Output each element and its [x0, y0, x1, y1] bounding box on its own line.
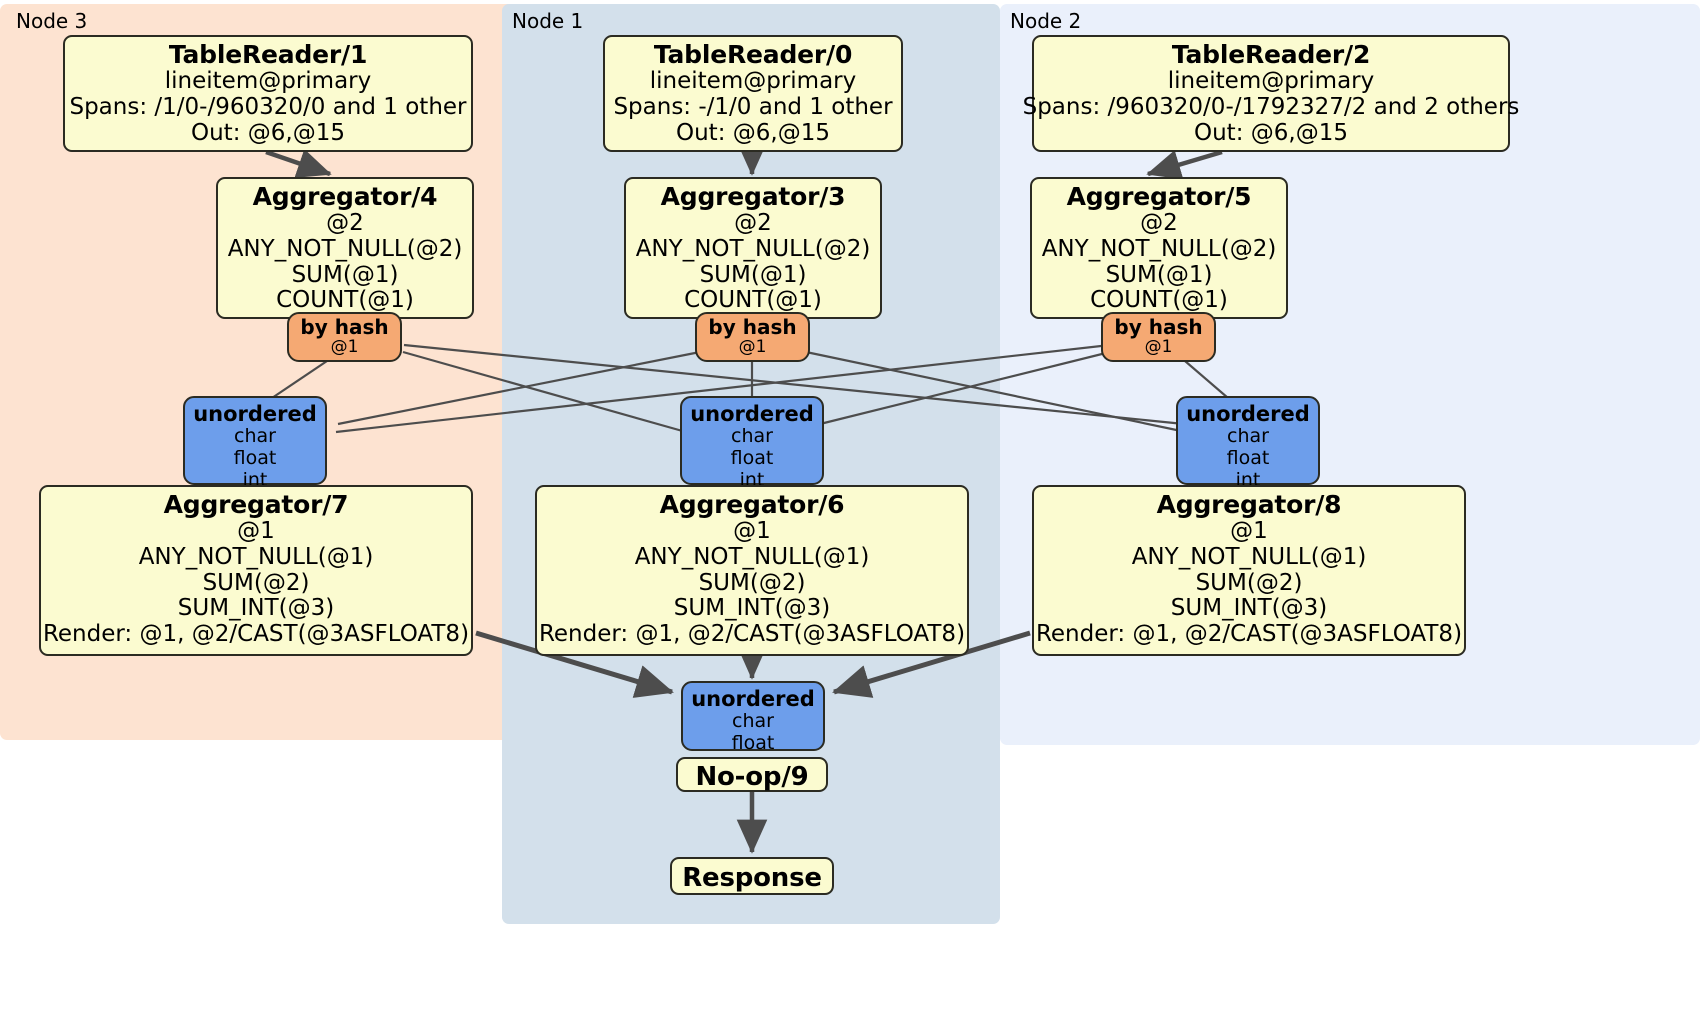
processor-noop-9[interactable]: No-op/9 — [676, 757, 828, 792]
processor-aggregator-3[interactable]: Aggregator/3 @2 ANY_NOT_NULL(@2) SUM(@1)… — [624, 177, 882, 319]
processor-line: @1 — [733, 518, 771, 544]
processor-line: ANY_NOT_NULL(@2) — [635, 235, 871, 262]
processor-line: ANY_NOT_NULL(@1) — [634, 543, 870, 570]
processor-line: COUNT(@1) — [1090, 287, 1228, 314]
processor-line: @2 — [734, 210, 772, 236]
processor-line: lineitem@primary — [649, 68, 857, 94]
processor-title: Aggregator/8 — [1156, 490, 1342, 519]
processor-line: Out: @6,@15 — [1194, 119, 1348, 146]
processor-title: TableReader/2 — [1171, 40, 1371, 69]
router-title: unordered — [690, 402, 814, 426]
processor-title: Aggregator/6 — [659, 490, 845, 519]
processor-line: SUM(@2) — [202, 569, 310, 596]
processor-title: Response — [682, 863, 822, 893]
processor-title: Aggregator/3 — [660, 182, 846, 211]
processor-aggregator-4[interactable]: Aggregator/4 @2 ANY_NOT_NULL(@2) SUM(@1)… — [216, 177, 474, 319]
processor-response[interactable]: Response — [670, 857, 834, 895]
processor-line: Spans: -/1/0 and 1 other — [613, 93, 893, 120]
processor-line: lineitem@primary — [1167, 68, 1375, 94]
router-by-hash-center[interactable]: by hash @1 — [695, 312, 810, 362]
processor-line: COUNT(@1) — [276, 287, 414, 314]
router-line: char — [1227, 425, 1269, 448]
router-title: by hash — [708, 315, 797, 339]
processor-title: Aggregator/7 — [163, 490, 349, 519]
router-unordered-final[interactable]: unordered char float — [681, 681, 825, 754]
router-title: unordered — [193, 402, 317, 426]
router-line: char — [732, 710, 774, 733]
processor-table-reader-0[interactable]: TableReader/0 lineitem@primary Spans: -/… — [603, 35, 903, 152]
processor-title: TableReader/0 — [653, 40, 853, 69]
processor-table-reader-2[interactable]: TableReader/2 lineitem@primary Spans: /9… — [1023, 35, 1519, 152]
processor-line: @1 — [1230, 518, 1268, 544]
processor-title: TableReader/1 — [168, 40, 368, 69]
router-unordered-left[interactable]: unordered char float int — [183, 396, 327, 491]
processor-line: @1 — [237, 518, 275, 544]
processor-line: SUM(@1) — [699, 261, 807, 288]
processor-line: Render: @1, @2/CAST(@3ASFLOAT8) — [1035, 621, 1463, 647]
processor-aggregator-6[interactable]: Aggregator/6 @1 ANY_NOT_NULL(@1) SUM(@2)… — [535, 485, 969, 656]
processor-line: Out: @6,@15 — [191, 119, 345, 146]
node-panel-label-node3: Node 3 — [16, 9, 88, 33]
processor-line: SUM_INT(@3) — [1170, 595, 1328, 622]
router-line: @1 — [330, 337, 359, 357]
processor-line: Spans: /1/0-/960320/0 and 1 other — [69, 93, 467, 120]
processor-line: @2 — [1140, 210, 1178, 236]
processor-table-reader-1[interactable]: TableReader/1 lineitem@primary Spans: /1… — [63, 35, 473, 152]
processor-line: Render: @1, @2/CAST(@3ASFLOAT8) — [42, 621, 470, 647]
node-panel-label-node1: Node 1 — [512, 9, 584, 33]
processor-line: SUM_INT(@3) — [673, 595, 831, 622]
router-by-hash-left[interactable]: by hash @1 — [287, 312, 402, 362]
processor-line: SUM_INT(@3) — [177, 595, 335, 622]
processor-line: SUM(@2) — [698, 569, 806, 596]
processor-title: Aggregator/5 — [1066, 182, 1252, 211]
processor-line: SUM(@2) — [1195, 569, 1303, 596]
router-line: char — [234, 425, 276, 448]
processor-line: Out: @6,@15 — [676, 119, 830, 146]
router-title: unordered — [691, 687, 815, 711]
router-line: float — [730, 446, 774, 469]
router-title: unordered — [1186, 402, 1310, 426]
processor-title: No-op/9 — [695, 761, 809, 792]
router-line: float — [731, 731, 775, 754]
processor-line: Render: @1, @2/CAST(@3ASFLOAT8) — [538, 621, 966, 647]
router-title: by hash — [1114, 315, 1203, 339]
processor-line: SUM(@1) — [291, 261, 399, 288]
processor-aggregator-8[interactable]: Aggregator/8 @1 ANY_NOT_NULL(@1) SUM(@2)… — [1032, 485, 1466, 656]
processor-line: SUM(@1) — [1105, 261, 1213, 288]
router-unordered-center[interactable]: unordered char float int — [680, 396, 824, 491]
router-line: float — [1226, 446, 1270, 469]
processor-line: ANY_NOT_NULL(@1) — [1131, 543, 1367, 570]
processor-line: ANY_NOT_NULL(@1) — [138, 543, 374, 570]
processor-line: Spans: /960320/0-/1792327/2 and 2 others — [1022, 93, 1520, 120]
router-line: float — [233, 446, 277, 469]
router-title: by hash — [300, 315, 389, 339]
processor-aggregator-7[interactable]: Aggregator/7 @1 ANY_NOT_NULL(@1) SUM(@2)… — [39, 485, 473, 656]
router-by-hash-right[interactable]: by hash @1 — [1101, 312, 1216, 362]
processor-title: Aggregator/4 — [252, 182, 438, 211]
node-panel-label-node2: Node 2 — [1010, 9, 1082, 33]
processor-line: ANY_NOT_NULL(@2) — [1041, 235, 1277, 262]
processor-line: @2 — [326, 210, 364, 236]
processor-line: COUNT(@1) — [684, 287, 822, 314]
router-line: @1 — [1144, 337, 1173, 357]
processor-line: ANY_NOT_NULL(@2) — [227, 235, 463, 262]
router-unordered-right[interactable]: unordered char float int — [1176, 396, 1320, 491]
router-line: char — [731, 425, 773, 448]
processor-aggregator-5[interactable]: Aggregator/5 @2 ANY_NOT_NULL(@2) SUM(@1)… — [1030, 177, 1288, 319]
processor-line: lineitem@primary — [164, 68, 372, 94]
router-line: @1 — [738, 337, 767, 357]
